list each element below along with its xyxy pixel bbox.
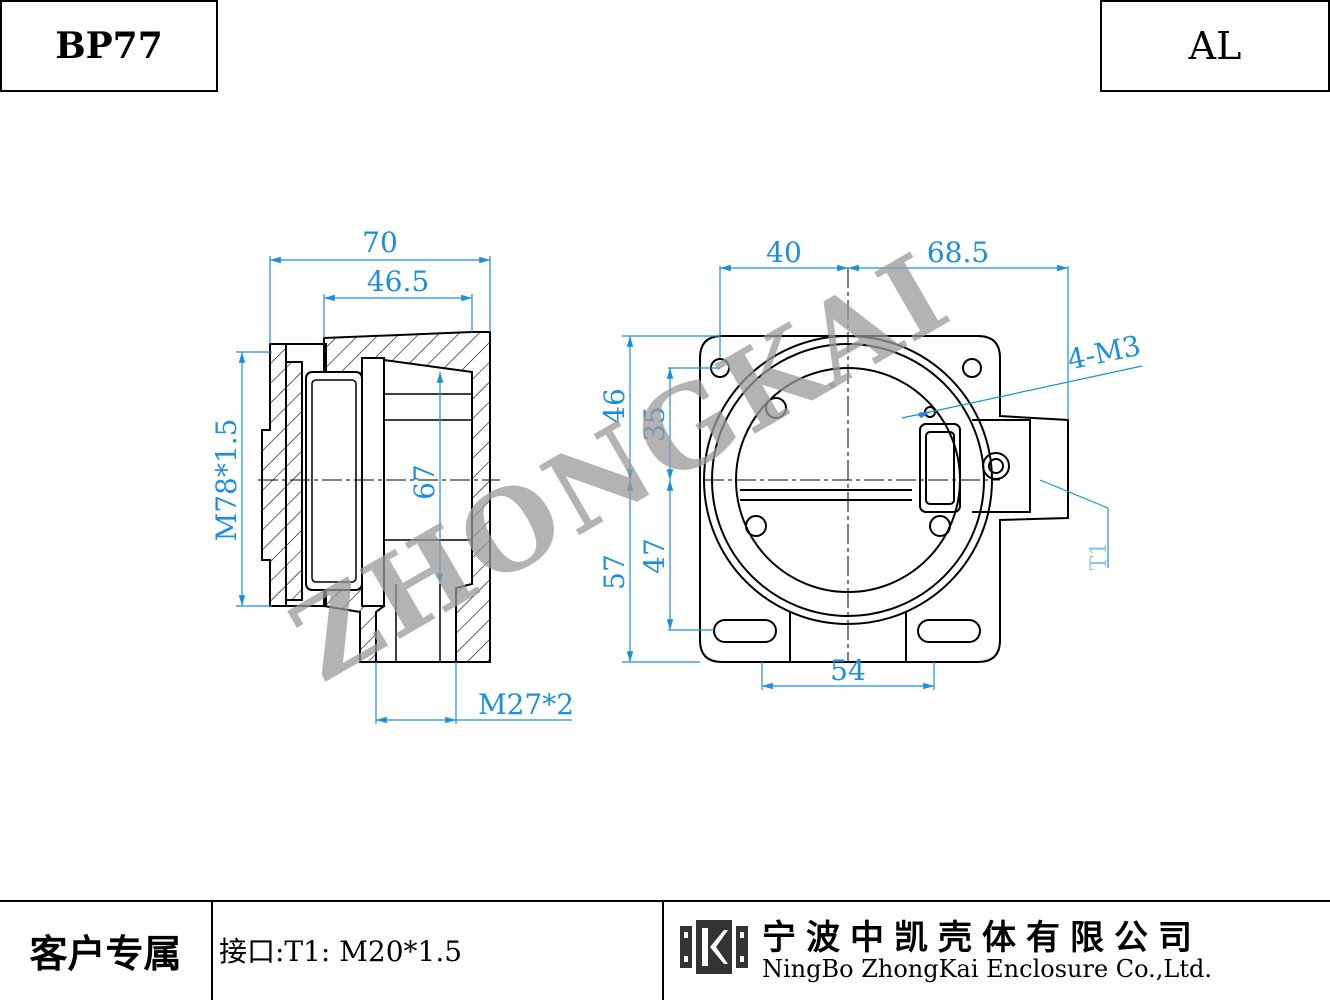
customer-label: 客户专属 (0, 900, 213, 1000)
dim-57: 57 (598, 554, 631, 590)
lower-skirt (789, 612, 907, 662)
dim-40: 40 (766, 236, 802, 269)
front-view (699, 268, 1069, 663)
side-view-dimensions (236, 256, 572, 724)
flange-outline (699, 335, 1069, 663)
dim-67: 67 (408, 464, 441, 500)
side-view-dim-labels: 70 46.5 M78*1.5 67 M27*2 (210, 226, 574, 721)
company-logo-icon (680, 920, 748, 974)
dim-m27: M27*2 (478, 688, 574, 721)
front-view-dimensions (622, 264, 1143, 690)
dim-35: 35 (638, 406, 671, 442)
company-name-en: NingBo ZhongKai Enclosure Co.,Ltd. (762, 955, 1212, 983)
side-section-view (258, 331, 500, 663)
dim-4-m3: 4-M3 (1065, 329, 1144, 377)
dim-46: 46 (598, 388, 631, 424)
interface-spec: 接口:T1: M20*1.5 (213, 900, 664, 1000)
dim-68-5: 68.5 (927, 236, 989, 269)
slot-left (713, 619, 777, 643)
part-code: BP77 (0, 0, 218, 92)
mount-hole-tr (962, 358, 982, 378)
port-housing (972, 419, 1031, 513)
dim-46-5: 46.5 (367, 265, 429, 298)
material-code: AL (1100, 0, 1330, 92)
gasket (361, 357, 385, 607)
seal-inner (311, 379, 357, 583)
port-t1-inner (988, 458, 1004, 474)
title-block (0, 900, 1330, 1000)
slot-right (917, 619, 981, 643)
dim-70: 70 (362, 226, 398, 259)
dim-54: 54 (830, 654, 866, 687)
port-window (919, 423, 961, 513)
label-t1: T1 (1087, 542, 1112, 571)
boss-right (929, 515, 951, 537)
boss-top (765, 397, 787, 419)
boss-bottom (745, 515, 767, 537)
dim-m78: M78*1.5 (210, 419, 243, 542)
port-t1 (982, 452, 1010, 480)
end-cap (261, 343, 303, 607)
port-window-inner (925, 431, 955, 505)
company-name-cn: 宁波中凯壳体有限公司 (762, 918, 1202, 958)
dim-47: 47 (638, 538, 671, 574)
